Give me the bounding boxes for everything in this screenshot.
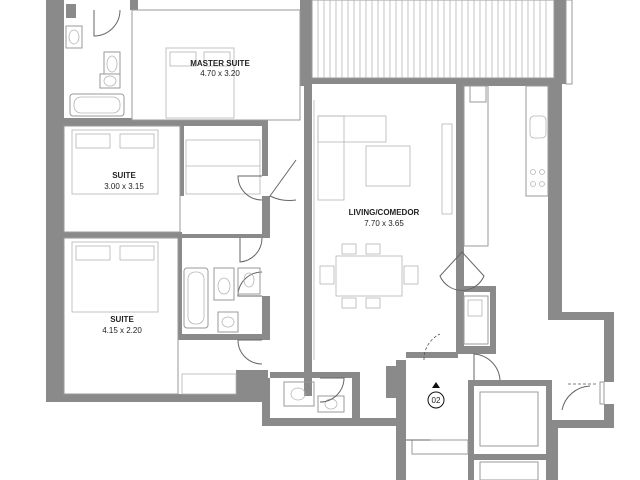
master-suite-room: MASTER SUITE 4.70 x 3.20 — [131, 9, 301, 121]
entry-and-elevator-core — [406, 333, 605, 480]
master-suite-label: MASTER SUITE — [190, 59, 250, 68]
unit-entry-marker: 02 — [427, 382, 445, 409]
kitchen-fixtures — [439, 85, 549, 345]
living-room-label: LIVING/COMEDOR — [349, 208, 420, 217]
living-room-dimensions: 7.70 x 3.65 — [364, 219, 404, 228]
powder-room-fixtures — [283, 377, 345, 413]
exterior-walls — [46, 0, 614, 480]
balcony-window — [565, 0, 573, 85]
suite-one-room: SUITE 3.00 x 3.15 — [63, 125, 297, 233]
suite-one-dimensions: 3.00 x 3.15 — [104, 182, 144, 191]
interior-walls — [60, 4, 552, 480]
living-dining-room: LIVING/COMEDOR 7.70 x 3.65 — [313, 100, 453, 360]
second-bathroom-fixtures — [183, 237, 263, 333]
suite-two-room: SUITE 4.15 x 2.20 — [63, 237, 263, 395]
master-bathroom-fixtures — [65, 9, 125, 117]
suite-two-label: SUITE — [110, 315, 134, 324]
suite-two-dimensions: 4.15 x 2.20 — [102, 326, 142, 335]
master-suite-dimensions: 4.70 x 3.20 — [200, 69, 240, 78]
unit-number: 02 — [432, 396, 441, 405]
suite-one-label: SUITE — [112, 171, 136, 180]
balcony-deck — [311, 0, 555, 79]
